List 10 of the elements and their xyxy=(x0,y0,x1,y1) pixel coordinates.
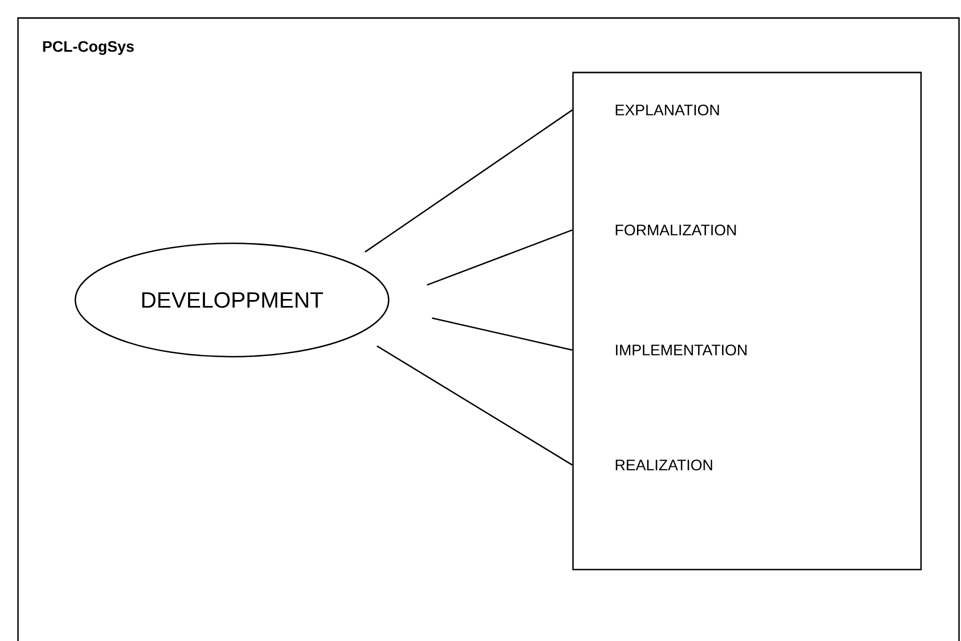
item-label: REALIZATION xyxy=(616,460,712,470)
connector-line xyxy=(426,229,573,286)
connector-line xyxy=(376,345,573,466)
title: PCL-CogSys xyxy=(43,41,134,55)
connector-line xyxy=(364,109,573,253)
item-label: EXPLANATION xyxy=(616,104,719,116)
item-label: FORMALIZATION xyxy=(616,224,736,236)
list-box xyxy=(572,72,922,570)
item-label: IMPLEMENTATION xyxy=(616,344,746,356)
connector-line xyxy=(432,317,572,351)
